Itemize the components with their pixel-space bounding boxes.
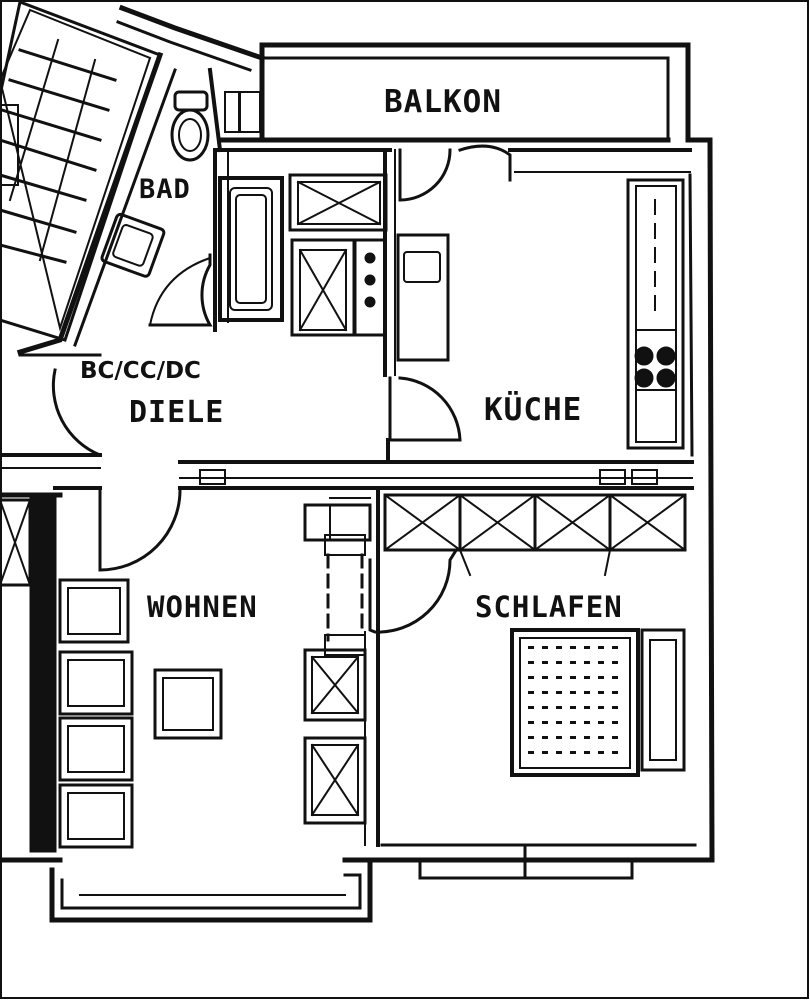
bed-icon: [510, 628, 640, 777]
bed-pattern-dot: [598, 646, 604, 649]
bed-pattern-dot: [542, 676, 548, 679]
bed-pattern-dot: [612, 676, 618, 679]
kitchen-fixtures: [396, 178, 685, 450]
bed-pattern-dot: [528, 691, 534, 694]
bed-pattern-dot: [542, 661, 548, 664]
bed-pattern-dot: [612, 646, 618, 649]
bed-pattern-dot: [598, 676, 604, 679]
bed-pattern-dot: [528, 751, 534, 754]
kitchen-counter: [626, 178, 685, 450]
bed-pattern-dot: [542, 736, 548, 739]
bed-pattern-dot: [570, 676, 576, 679]
bed-pattern-dot: [598, 706, 604, 709]
toilet-icon: [170, 108, 210, 162]
bed-pattern-dot: [584, 721, 590, 724]
bed-pattern-dot: [542, 751, 548, 754]
bed-pattern-dot: [570, 661, 576, 664]
bed-pattern-dot: [612, 751, 618, 754]
living-fixtures: [58, 578, 367, 849]
bed-pattern-dot: [528, 661, 534, 664]
room-label-kueche: KÜCHE: [484, 392, 583, 428]
bed-pattern-dot: [570, 736, 576, 739]
bed-pattern-dot: [556, 751, 562, 754]
bed-pattern-dot: [612, 691, 618, 694]
room-label-diele: DIELE: [129, 395, 225, 430]
bed-pattern-dot: [584, 661, 590, 664]
bed-pattern-dot: [556, 736, 562, 739]
inner-walls: [0, 67, 694, 847]
bed-pattern-dot: [584, 691, 590, 694]
bed-pattern-dot: [612, 706, 618, 709]
bed-pattern-dot: [584, 676, 590, 679]
bed-pattern-dot: [528, 646, 534, 649]
bed-pattern-dot: [584, 646, 590, 649]
bed-pattern-dot: [528, 736, 534, 739]
bed-pattern-dot: [542, 706, 548, 709]
bed-pattern-dot: [612, 736, 618, 739]
bed-pattern-dot: [570, 646, 576, 649]
bed-pattern-dot: [570, 691, 576, 694]
apartment-code-label: BC/CC/DC: [80, 358, 201, 384]
room-label-wohnen: WOHNEN: [147, 590, 258, 624]
storage-units: [288, 173, 388, 337]
bed-pattern-dot: [556, 706, 562, 709]
bed-pattern-dot: [612, 661, 618, 664]
bed-pattern-dot: [598, 691, 604, 694]
bed-pattern-dot: [556, 691, 562, 694]
bed-pattern-dot: [584, 751, 590, 754]
room-label-bad: BAD: [139, 174, 191, 205]
bed-pattern-dot: [584, 736, 590, 739]
bed-pattern-dot: [556, 661, 562, 664]
bed-pattern-dot: [570, 706, 576, 709]
sink-icon: [100, 212, 166, 278]
bed-pattern-dot: [542, 691, 548, 694]
bed-pattern-dot: [598, 661, 604, 664]
bed-pattern-dot: [598, 721, 604, 724]
bed-pattern-dot: [598, 751, 604, 754]
room-label-balkon: BALKON: [384, 84, 502, 120]
bed-pattern-dot: [570, 751, 576, 754]
bed-pattern-dot: [528, 706, 534, 709]
bed-pattern-dot: [528, 721, 534, 724]
bed-pattern-dot: [556, 646, 562, 649]
outer-walls: [0, 4, 715, 923]
bed-pattern-dot: [556, 721, 562, 724]
bed-pattern-dot: [612, 721, 618, 724]
doors: [18, 144, 512, 634]
bed-pattern-dot: [598, 736, 604, 739]
bed-pattern-dot: [570, 721, 576, 724]
bed-pattern-dot: [556, 676, 562, 679]
bedroom-fixtures: [383, 493, 687, 777]
bed-pattern-dot: [584, 706, 590, 709]
nightstand: [640, 628, 686, 772]
stove-icon: [634, 346, 676, 388]
bathtub-icon: [218, 176, 284, 322]
bed-pattern-dot: [542, 721, 548, 724]
room-label-schlafen: SCHLAFEN: [475, 590, 623, 624]
bathroom-fixtures: [100, 90, 284, 322]
coffee-table: [153, 668, 223, 740]
bed-pattern-dot: [542, 646, 548, 649]
bed-pattern-dot: [528, 676, 534, 679]
